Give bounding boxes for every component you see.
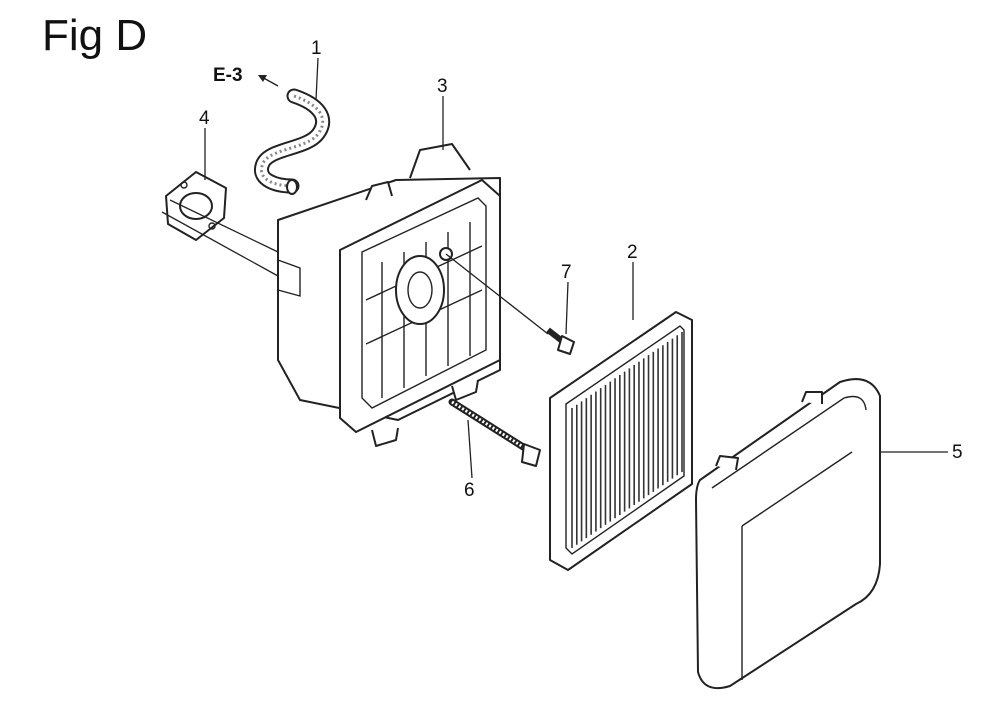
short-bolt xyxy=(546,327,575,355)
leader-7 xyxy=(565,281,569,335)
reference-arrow-head xyxy=(258,75,267,82)
callout-6: 6 xyxy=(464,480,475,501)
leader-1 xyxy=(315,57,319,101)
long-bolt xyxy=(448,398,541,467)
assembly-line-gasket xyxy=(161,199,279,277)
callout-4: 4 xyxy=(199,108,210,129)
callout-7: 7 xyxy=(561,262,572,283)
filter-element xyxy=(549,311,693,571)
callout-3: 3 xyxy=(437,76,448,97)
breather-tube xyxy=(254,88,331,195)
assembly-line-bolt xyxy=(445,253,549,335)
gasket xyxy=(165,171,227,241)
figure-title: Fig D xyxy=(42,11,148,60)
air-filter-cover xyxy=(695,378,881,690)
callout-2: 2 xyxy=(627,242,638,263)
reference-label: E-3 xyxy=(213,65,243,86)
callout-5: 5 xyxy=(952,442,963,463)
leader-6 xyxy=(467,419,473,479)
air-cleaner-case xyxy=(277,143,501,447)
callout-1: 1 xyxy=(311,38,322,59)
